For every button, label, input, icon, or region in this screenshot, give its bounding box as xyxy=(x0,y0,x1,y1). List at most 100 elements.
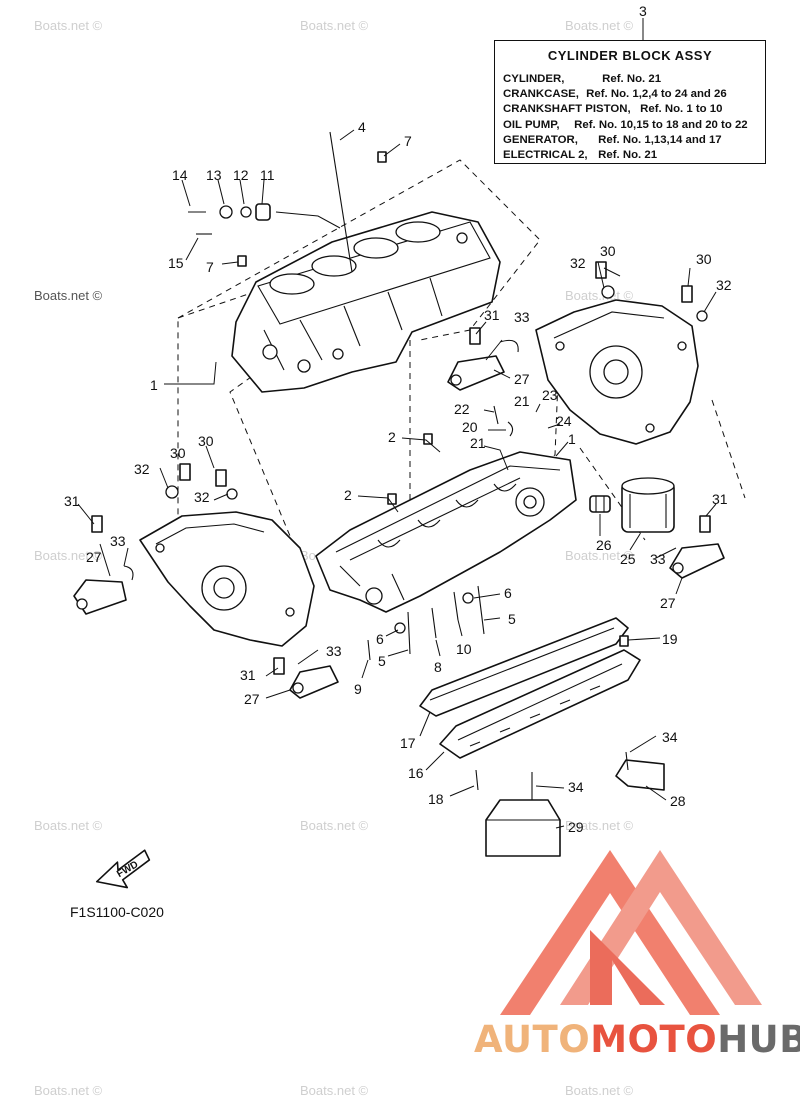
generator-cover-right xyxy=(535,299,699,445)
automotohub-logo-mark xyxy=(500,850,762,1015)
legend-row-refs: Ref. No. 1,13,14 and 17 xyxy=(598,133,722,146)
callout-30: 30 xyxy=(198,433,214,449)
legend-title: CYLINDER BLOCK ASSY xyxy=(547,48,713,63)
callout-19: 19 xyxy=(662,631,678,647)
callout-7: 7 xyxy=(404,133,412,149)
callout-32: 32 xyxy=(716,277,732,293)
legend-row-refs: Ref. No. 1 to 10 xyxy=(640,103,723,116)
watermark: Boats.net © xyxy=(565,1083,634,1098)
callout-5: 5 xyxy=(508,611,516,627)
callout-30: 30 xyxy=(600,243,616,259)
watermark: Boats.net © xyxy=(300,1083,369,1098)
callout-6: 6 xyxy=(504,585,512,601)
oil-pan xyxy=(439,649,641,759)
legend-row-label: OIL PUMP, xyxy=(503,118,560,131)
callout-27: 27 xyxy=(660,595,676,611)
callout-31: 31 xyxy=(712,491,728,507)
box-part xyxy=(485,799,561,857)
callout-6: 6 xyxy=(376,631,384,647)
callout-26: 26 xyxy=(596,537,612,553)
legend-row-label: GENERATOR, xyxy=(503,133,578,146)
callout-31: 31 xyxy=(64,493,80,509)
watermark: Boats.net © xyxy=(34,18,103,33)
diagram-code: F1S1100-C020 xyxy=(70,904,164,920)
legend-row-label: CYLINDER, xyxy=(503,73,565,85)
callout-18: 18 xyxy=(428,791,444,807)
watermark: Boats.net © xyxy=(300,818,369,833)
oil-filter xyxy=(621,477,675,533)
callout-21: 21 xyxy=(514,393,530,409)
callout-2: 2 xyxy=(344,487,352,503)
callout-5: 5 xyxy=(378,653,386,669)
generator-cover-left xyxy=(139,511,315,647)
callout-23: 23 xyxy=(542,387,558,403)
callout-34: 34 xyxy=(568,779,584,795)
callout-28: 28 xyxy=(670,793,686,809)
callout-32: 32 xyxy=(134,461,150,477)
callout-16: 16 xyxy=(408,765,424,781)
callout-9: 9 xyxy=(354,681,362,697)
callout-7: 7 xyxy=(206,259,214,275)
callout-3: 3 xyxy=(639,3,647,19)
automotohub-logo: AUTOMOTOHUB xyxy=(474,1018,800,1061)
logo-part-moto: MOTO xyxy=(590,1018,718,1061)
callout-34: 34 xyxy=(662,729,678,745)
watermark: Boats.net © xyxy=(34,818,103,833)
legend-row: ELECTRICAL 2, Ref. No. 21 xyxy=(503,148,757,163)
legend-row-label: CRANKSHAFT PISTON, xyxy=(503,103,631,116)
crankcase xyxy=(315,451,577,613)
callout-33: 33 xyxy=(514,309,530,325)
fwd-arrow-icon: FWD xyxy=(95,849,151,889)
watermark: Boats.net © xyxy=(34,548,103,563)
assembly-legend: CYLINDER BLOCK ASSY CYLINDER, Ref. No. 2… xyxy=(494,40,766,164)
callout-31: 31 xyxy=(484,307,500,323)
callout-27: 27 xyxy=(514,371,530,387)
callout-17: 17 xyxy=(400,735,416,751)
callout-20: 20 xyxy=(462,419,478,435)
cylinder-block xyxy=(231,211,501,393)
engine-mount xyxy=(669,543,725,579)
oil-filter-fitting xyxy=(589,495,611,513)
callout-21: 21 xyxy=(470,435,486,451)
engine-mount xyxy=(447,355,505,391)
callout-30: 30 xyxy=(696,251,712,267)
legend-row-label: ELECTRICAL 2, xyxy=(503,149,588,162)
legend-row-refs: Ref. No. 10,15 to 18 and 20 to 22 xyxy=(574,118,748,131)
logo-part-hub: HUB xyxy=(717,1018,800,1061)
callout-15: 15 xyxy=(168,255,184,271)
callout-4: 4 xyxy=(358,119,366,135)
callout-2: 2 xyxy=(388,429,396,445)
callout-8: 8 xyxy=(434,659,442,675)
callout-30: 30 xyxy=(170,445,186,461)
callout-1: 1 xyxy=(150,377,158,393)
legend-row-refs: Ref. No. 1,2,4 to 24 and 26 xyxy=(586,88,727,101)
legend-row-refs: Ref. No. 21 xyxy=(602,73,662,85)
callout-25: 25 xyxy=(620,551,636,567)
callout-12: 12 xyxy=(233,167,249,183)
watermark: Boats.net © xyxy=(565,18,634,33)
callout-33: 33 xyxy=(650,551,666,567)
callout-22: 22 xyxy=(454,401,470,417)
legend-row: OIL PUMP, Ref. No. 10,15 to 18 and 20 to… xyxy=(503,118,757,133)
callout-14: 14 xyxy=(172,167,188,183)
bracket xyxy=(615,759,665,791)
legend-row: CYLINDER, Ref. No. 21 xyxy=(503,72,757,87)
callout-27: 27 xyxy=(86,549,102,565)
legend-row-refs: Ref. No. 21 xyxy=(598,149,658,162)
callout-1: 1 xyxy=(568,431,576,447)
callout-31: 31 xyxy=(240,667,256,683)
legend-row-label: CRANKCASE, xyxy=(503,88,579,101)
watermark: Boats.net © xyxy=(34,288,103,303)
callout-13: 13 xyxy=(206,167,222,183)
legend-row: CRANKSHAFT PISTON, Ref. No. 1 to 10 xyxy=(503,102,757,117)
hardware xyxy=(91,131,711,800)
legend-row: GENERATOR, Ref. No. 1,13,14 and 17 xyxy=(503,133,757,148)
legend-row: CRANKCASE, Ref. No. 1,2,4 to 24 and 26 xyxy=(503,87,757,102)
logo-part-auto: AUTO xyxy=(474,1018,591,1061)
callout-29: 29 xyxy=(568,819,584,835)
callout-32: 32 xyxy=(194,489,210,505)
callout-24: 24 xyxy=(556,413,572,429)
watermark: Boats.net © xyxy=(565,818,634,833)
oil-pan-gasket xyxy=(419,617,629,717)
